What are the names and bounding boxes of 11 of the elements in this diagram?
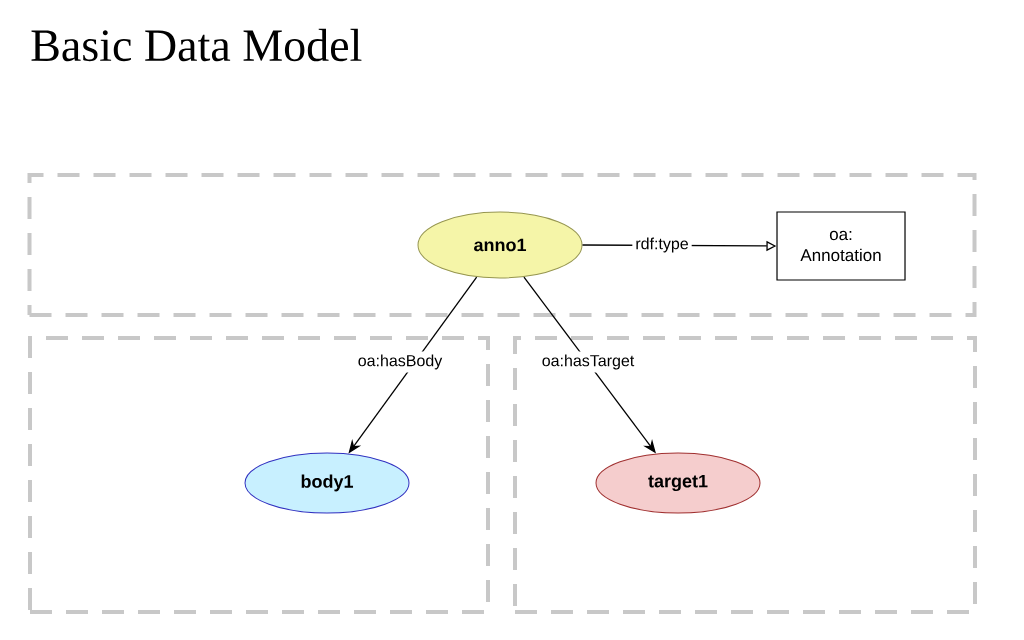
- edge-label: oa:hasBody: [354, 351, 446, 373]
- dashed-region: [27, 173, 977, 317]
- class-box: oa: Annotation: [776, 211, 906, 281]
- edge-label: rdf:type: [632, 234, 692, 256]
- ellipse-node: anno1: [417, 211, 583, 279]
- dashed-region: [513, 336, 977, 614]
- ellipse-node: body1: [244, 452, 410, 514]
- dashed-region: [28, 336, 490, 614]
- ellipse-node: target1: [595, 452, 761, 514]
- title: Basic Data Model: [31, 28, 362, 62]
- edge-label: oa:hasTarget: [538, 351, 638, 373]
